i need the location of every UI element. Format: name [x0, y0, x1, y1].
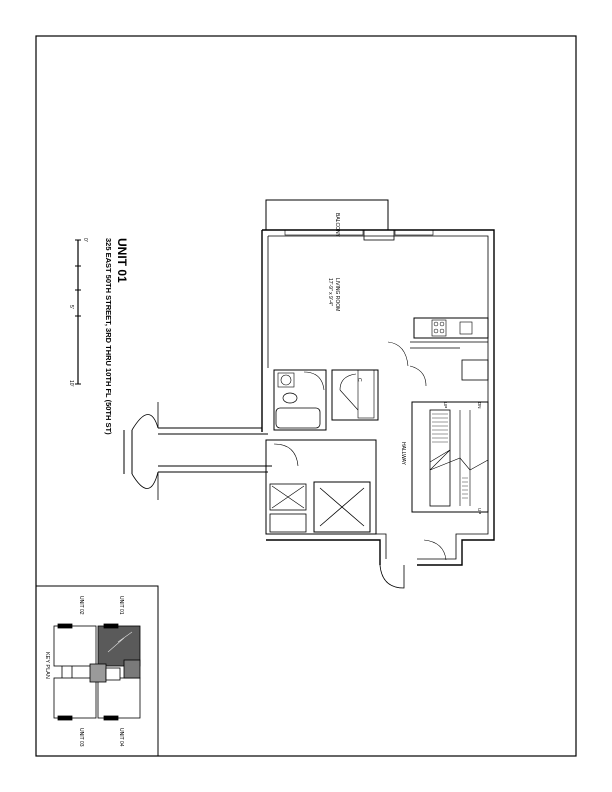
kitchen-wall [410, 341, 488, 349]
key-plan-title: KEY PLAN [44, 652, 50, 679]
bath-door-arc [303, 371, 325, 391]
elevator-car [313, 481, 371, 533]
bathroom [273, 369, 327, 431]
key-plan-frame [35, 585, 159, 757]
scale-tick-0: 0' [82, 238, 88, 242]
title-block: UNIT 01 325 EAST 50TH STREET, 3RD THRU 1… [104, 238, 129, 435]
lobby-door-arc-2 [273, 443, 299, 467]
shaft-2 [269, 513, 307, 533]
hall-door-arc-lower [379, 564, 405, 589]
unit-title: UNIT 01 [115, 238, 129, 283]
kitchen-sink [459, 321, 473, 335]
sink [280, 374, 292, 386]
bathtub [275, 407, 321, 429]
toilet [282, 392, 298, 404]
kitchen-counter [413, 317, 489, 339]
balcony-label: BALCONY [334, 213, 340, 238]
balcony [265, 199, 389, 231]
hall-door-arc-right [423, 539, 447, 561]
exterior-wall-outer [262, 229, 495, 566]
lobby-vestibule [123, 430, 133, 474]
key-unit-02 [53, 625, 97, 667]
key-plan-diagram [53, 623, 141, 721]
stair-up-label-2: UP [477, 508, 482, 514]
stair-dn-label: DN [477, 402, 482, 409]
stair-core [429, 409, 451, 507]
window-2 [394, 229, 434, 236]
closet-door [339, 373, 359, 411]
corridor-upper-wall [158, 427, 268, 435]
closet-box [331, 369, 379, 421]
bath-tile-block [277, 372, 295, 388]
stair-treads [432, 413, 468, 499]
key-unit-03 [53, 677, 97, 719]
key-unit-01-label: UNIT 01 [118, 596, 124, 615]
key-unit-02-label: UNIT 02 [78, 596, 84, 615]
corridor-lower-wall [158, 465, 272, 473]
key-unit-04-label: UNIT 04 [118, 728, 124, 747]
address-line: 325 EAST 50TH STREET, 3RD THRU 10TH FL (… [104, 238, 113, 435]
stair-up-label-1: UP [443, 402, 448, 408]
lobby-door-arc-top [131, 414, 159, 431]
stove [431, 319, 447, 337]
lobby-door-arc-bot [131, 471, 159, 489]
closet-label: C [356, 378, 362, 382]
elevator-lobby [265, 439, 377, 535]
sheet-border [35, 35, 577, 757]
unit-plan [123, 199, 495, 589]
fridge [461, 359, 489, 381]
elevator-x [319, 487, 365, 527]
living-room-dims: 17'-9" x 9'-4" [327, 278, 333, 306]
stair-enclosure [411, 401, 489, 513]
key-unit-01 [97, 625, 141, 667]
key-unit-03-label: UNIT 03 [78, 728, 84, 747]
scale-bar: 0' 5' 10' [68, 238, 88, 387]
key-unit-04 [97, 677, 141, 719]
scale-tick-5: 5' [68, 305, 74, 309]
window-1 [284, 229, 364, 236]
stair-zigzag [429, 449, 489, 471]
shaft-1 [269, 483, 307, 511]
balcony-door [363, 229, 395, 241]
scale-tick-10: 10' [68, 380, 74, 387]
hallway-label: HALLWAY [400, 442, 406, 466]
living-room-label: LIVING ROOM [334, 278, 340, 311]
unit-entry-arc [387, 341, 409, 367]
